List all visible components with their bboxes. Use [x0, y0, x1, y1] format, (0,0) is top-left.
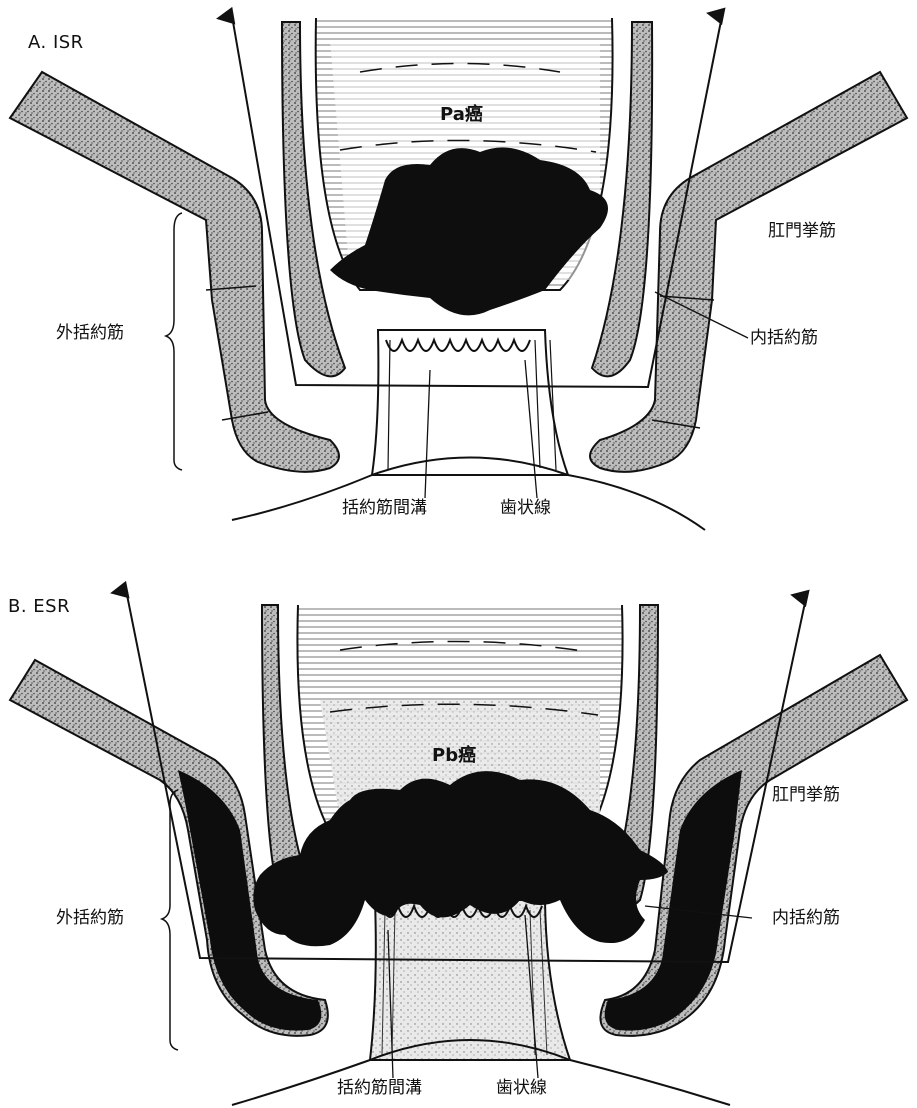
- dentate-line-label-a: 歯状線: [500, 500, 551, 517]
- panel-b-title: B. ESR: [8, 598, 70, 616]
- dentate-line-label-b: 歯状線: [496, 1080, 547, 1097]
- panel-b: [10, 590, 907, 1105]
- intersphincteric-groove-label-b: 括約筋間溝: [337, 1080, 422, 1097]
- anal-canal-a: [372, 330, 568, 475]
- panel-a: [10, 16, 907, 530]
- brace-external-a: [166, 213, 182, 470]
- anal-canal-b: [370, 900, 570, 1060]
- panel-a-title: A. ISR: [28, 34, 84, 52]
- tumor-label-b: Pb癌: [432, 747, 476, 765]
- levator-label-a: 肛門挙筋: [768, 223, 836, 240]
- external-sphincter-label-a: 外括約筋: [56, 325, 124, 342]
- levator-label-b: 肛門挙筋: [772, 787, 840, 804]
- tumor-label-a: Pa癌: [440, 106, 483, 124]
- brace-external-b: [162, 790, 178, 1050]
- intersphincteric-groove-label-a: 括約筋間溝: [342, 500, 427, 517]
- internal-sphincter-label-a: 内括約筋: [750, 330, 818, 347]
- external-sphincter-label-b: 外括約筋: [56, 910, 124, 927]
- internal-sphincter-label-b: 内括約筋: [772, 910, 840, 927]
